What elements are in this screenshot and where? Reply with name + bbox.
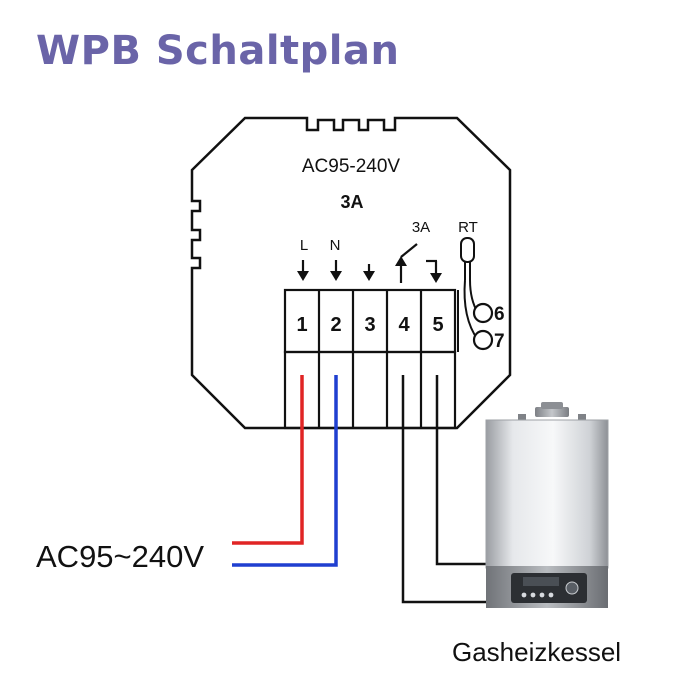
terminal-label-n: N [330, 237, 341, 254]
relay-label: 3A [412, 219, 430, 236]
sensor-terminal-7-icon [472, 329, 494, 351]
arrow-down-icon [363, 264, 375, 281]
live-wire [232, 375, 304, 545]
current-rating: 3A [340, 192, 363, 212]
relay-switch-icon [395, 243, 442, 283]
page-title: WPB Schaltplan [36, 28, 400, 74]
sensor-terminal-7-label: 7 [494, 331, 505, 352]
neutral-wire [232, 375, 338, 567]
module-outline [190, 116, 512, 430]
temperature-sensor-icon [460, 237, 479, 341]
arrow-down-icon [330, 260, 342, 281]
boiler-label: Gasheizkessel [452, 637, 621, 667]
terminal-number-3: 3 [364, 314, 375, 336]
voltage-rating: AC95-240V [302, 156, 401, 177]
arrow-down-icon [297, 260, 309, 281]
terminal-number-5: 5 [432, 314, 443, 336]
terminal-number-4: 4 [398, 314, 410, 336]
gas-boiler [485, 402, 609, 608]
supply-voltage-label: AC95~240V [36, 539, 204, 574]
boiler-wire-4 [401, 375, 520, 604]
sensor-terminal-6-icon [472, 302, 494, 324]
terminal-number-1: 1 [296, 314, 307, 336]
terminal-block [283, 288, 457, 430]
sensor-label: RT [458, 219, 478, 236]
sensor-terminal-6-label: 6 [494, 304, 505, 325]
terminal-number-2: 2 [330, 314, 341, 336]
terminal-label-l: L [300, 237, 308, 254]
